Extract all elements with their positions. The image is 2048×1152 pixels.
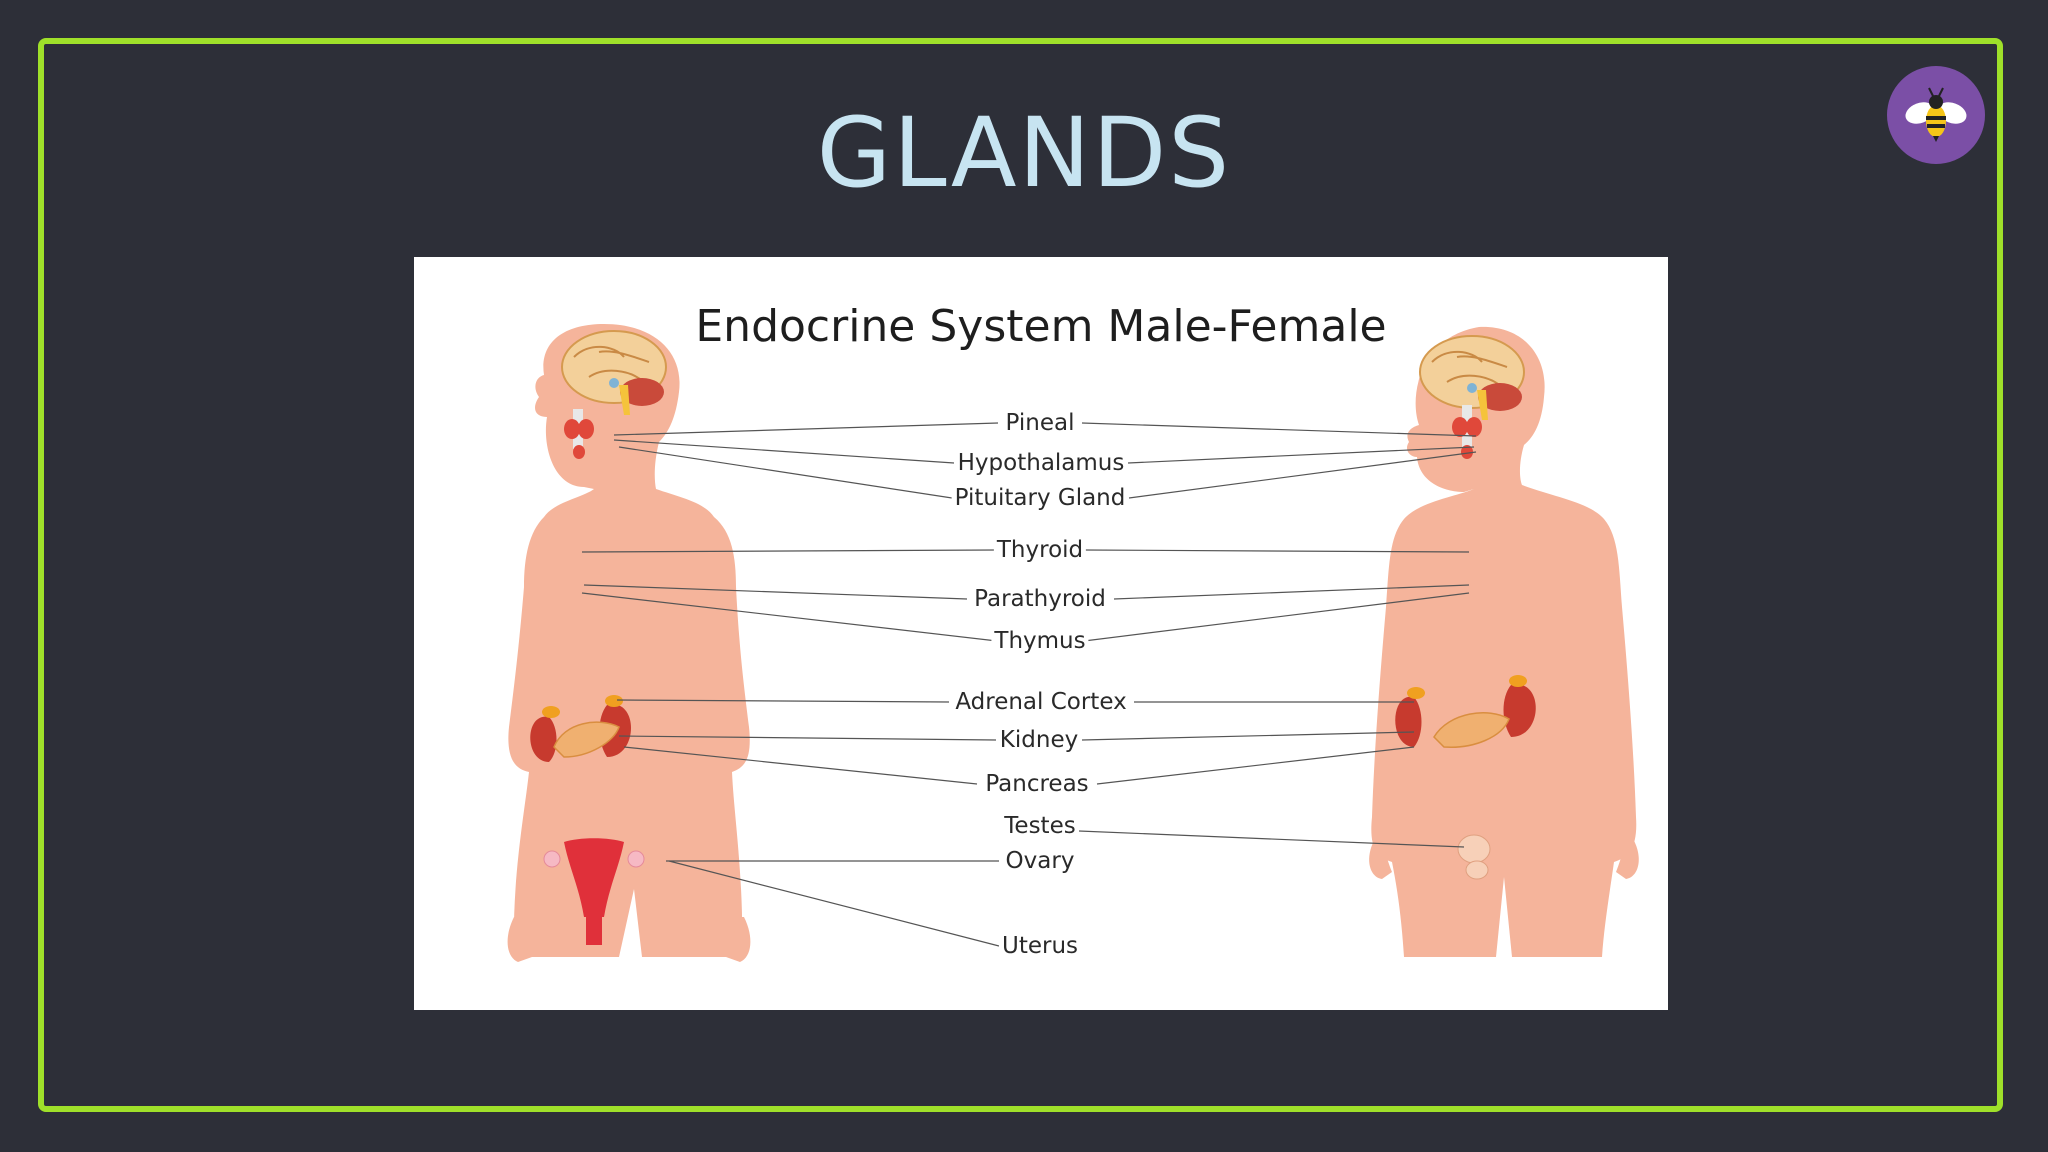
female-thyroid-icon	[564, 409, 594, 459]
label-adrenal-cortex: Adrenal Cortex	[952, 689, 1130, 715]
label-pancreas: Pancreas	[982, 771, 1092, 797]
testes-icon	[1457, 834, 1491, 880]
slide-frame	[38, 38, 2003, 1112]
label-pituitary-gland: Pituitary Gland	[951, 485, 1129, 511]
label-ovary: Ovary	[1002, 848, 1078, 874]
uterus-icon	[543, 838, 645, 945]
diagram-title: Endocrine System Male-Female	[695, 301, 1387, 352]
male-thyroid-icon	[1452, 405, 1482, 459]
endocrine-diagram: Endocrine System Male-Female Pineal Hypo…	[414, 257, 1668, 1010]
slide-title: GLANDS	[816, 97, 1232, 209]
leader-lines	[581, 422, 1477, 947]
female-pancreas-icon	[553, 721, 620, 758]
label-hypothalamus: Hypothalamus	[954, 450, 1128, 476]
label-testes: Testes	[1001, 813, 1079, 839]
label-thymus: Thymus	[991, 628, 1089, 654]
female-figure	[507, 324, 751, 962]
label-uterus: Uterus	[998, 933, 1082, 959]
label-kidney: Kidney	[996, 727, 1082, 753]
bee-icon	[1887, 66, 1985, 164]
female-brain-icon	[561, 330, 667, 415]
label-parathyroid: Parathyroid	[971, 586, 1109, 612]
male-brain-icon	[1419, 335, 1525, 420]
male-figure	[1369, 326, 1639, 957]
label-thyroid: Thyroid	[993, 537, 1087, 563]
male-pancreas-icon	[1433, 712, 1510, 748]
label-pineal: Pineal	[1002, 410, 1078, 436]
male-kidney-icon	[1395, 675, 1536, 747]
